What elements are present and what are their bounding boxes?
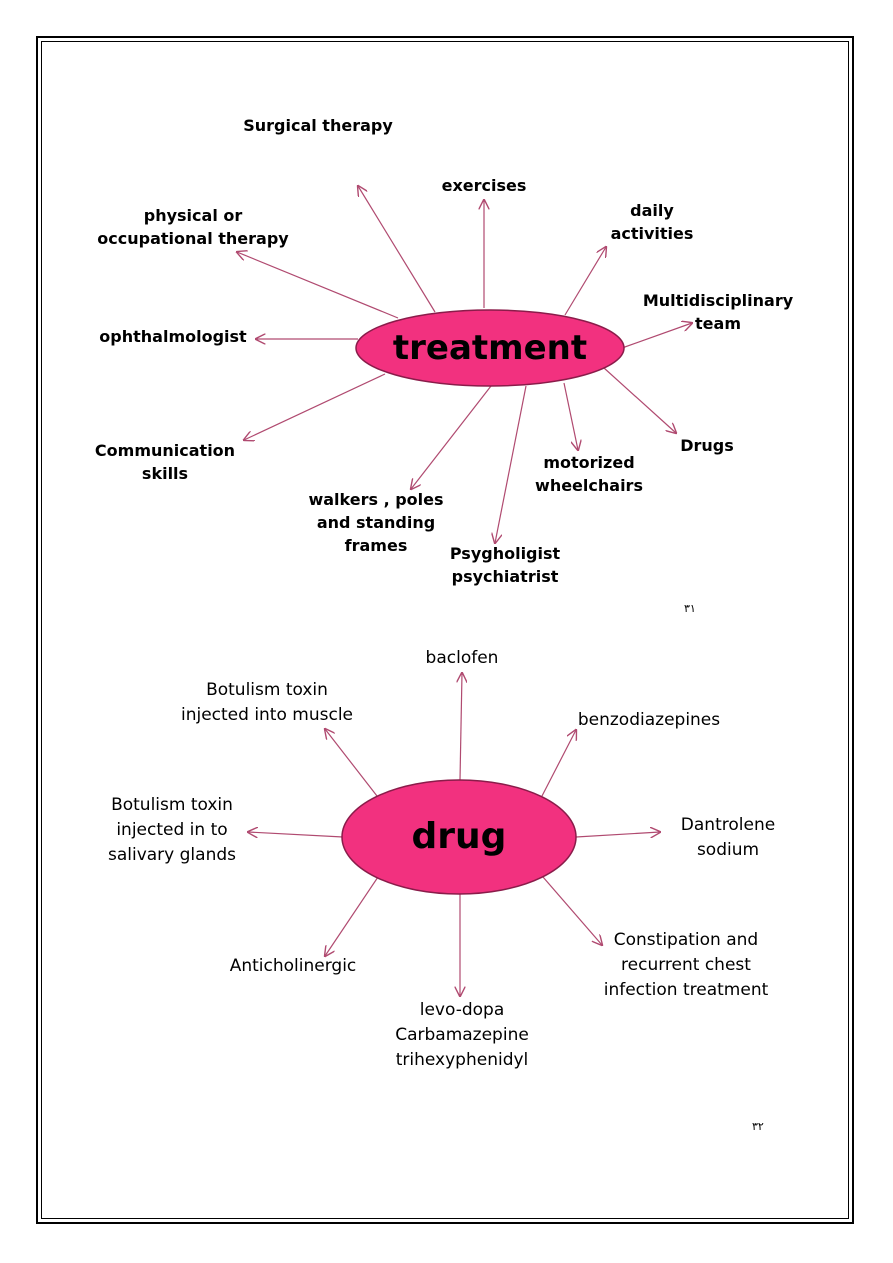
- label-exercises: exercises: [441, 176, 527, 195]
- arrow-walkers: [411, 385, 492, 489]
- arrow-baclofen: [460, 673, 462, 781]
- label-baclofen: baclofen: [425, 648, 499, 668]
- label-botulism-salivary: Botulism toxin injected in to salivary g…: [107, 795, 236, 865]
- drug-arrows: [248, 673, 660, 996]
- label-communication: Communication skills: [94, 441, 236, 483]
- arrow-dantrolene: [575, 832, 660, 837]
- label-anticholinergic: Anticholinergic: [229, 956, 357, 976]
- label-botulism-muscle: Botulism toxin injected into muscle: [180, 680, 354, 725]
- label-levodopa: levo-dopa Carbamazepine trihexyphenidyl: [395, 1000, 529, 1070]
- drug-ellipse: [341, 779, 577, 895]
- arrow-psych: [495, 385, 527, 543]
- arrow-comm: [244, 373, 386, 440]
- label-physical-therapy: physical or occupational therapy: [97, 206, 289, 248]
- label-motorized: motorized wheelchairs: [535, 453, 643, 495]
- arrow-botmuscle: [325, 729, 378, 797]
- label-benzodiazepines: benzodiazepines: [577, 710, 721, 730]
- arrow-daily: [564, 247, 606, 316]
- arrow-anticholinergic: [325, 876, 379, 956]
- label-multidisciplinary: Multidisciplinary team: [642, 291, 794, 333]
- treatment-arrows: [237, 186, 692, 543]
- drug-center-label: drug: [411, 816, 507, 857]
- label-ophthalmologist: ophthalmologist: [99, 327, 247, 346]
- arrow-surgical: [358, 186, 436, 313]
- label-walkers: walkers , poles and standing frames: [308, 490, 444, 555]
- arrow-constipation: [542, 876, 602, 945]
- label-dantrolene: Dantrolene sodium: [680, 815, 776, 860]
- arrow-physical: [237, 252, 399, 319]
- page-border-inner: [41, 41, 849, 1219]
- treatment-center-label: treatment: [392, 328, 588, 368]
- arrow-motorized: [563, 382, 578, 450]
- label-daily-activities: daily activities: [610, 201, 694, 243]
- arrow-botsalivary: [248, 832, 344, 837]
- label-drugs: Drugs: [680, 436, 734, 455]
- arrow-drugs: [603, 367, 676, 433]
- label-psychologist: Psygholigist psychiatrist: [449, 544, 561, 586]
- treatment-ellipse: [355, 309, 625, 387]
- label-constipation: Constipation and recurrent chest infecti…: [603, 930, 769, 1000]
- page-number-31: ٣١: [684, 602, 696, 615]
- page-border-outer: [36, 36, 854, 1224]
- label-surgical-therapy: Surgical therapy: [243, 116, 393, 135]
- page-number-32: ٣٢: [752, 1120, 764, 1133]
- arrow-benzo: [541, 730, 576, 797]
- arrow-multi: [621, 323, 692, 349]
